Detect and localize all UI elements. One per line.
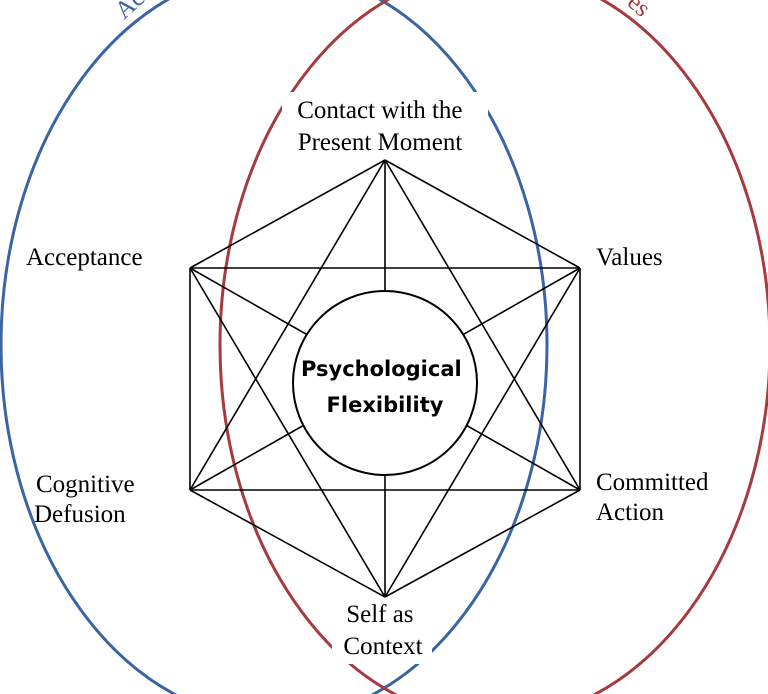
left-circle-label: Ac: [110, 0, 150, 24]
hex-chord: [384, 159, 581, 491]
node-self-as-context: Self as Context: [332, 600, 432, 664]
acceptance-label: Acceptance: [26, 244, 143, 271]
hex-chord: [189, 159, 386, 491]
present-moment-line-2: Present Moment: [298, 129, 463, 156]
node-defusion: Cognitive Defusion: [34, 471, 141, 528]
node-present-moment: Contact with the Present Moment: [282, 92, 488, 156]
center-label: Psychological Flexibility: [301, 357, 469, 417]
committed-action-line-2: Action: [596, 499, 665, 526]
hex-edge: [384, 159, 581, 269]
present-moment-line-1: Contact with the: [297, 97, 462, 124]
hex-edge: [189, 159, 386, 269]
center-label-line-2: Flexibility: [327, 393, 444, 417]
hex-edge: [189, 489, 386, 598]
svg-text:Cognitive Defusion: Cognitive Defusion: [34, 471, 141, 528]
hex-chord: [384, 267, 581, 598]
center-circle: [292, 290, 478, 476]
hex-edge: [384, 489, 581, 598]
defusion-line-1: Cognitive: [36, 471, 135, 498]
defusion-line-2: Defusion: [34, 501, 126, 528]
committed-action-line-1: Committed: [596, 469, 709, 496]
svg-text:Contact with the Present: Contact with the Present Moment: [297, 97, 469, 156]
svg-text:Self as Context: Self as Context: [343, 601, 422, 660]
left-process-circle: [0, 0, 549, 694]
self-as-context-line-2: Context: [343, 633, 422, 660]
values-label: Values: [596, 244, 663, 271]
right-process-circle: [218, 0, 768, 694]
hex-chord: [189, 267, 386, 598]
node-values: Values: [596, 244, 663, 271]
node-acceptance: Acceptance: [26, 244, 143, 271]
node-committed-action: Committed Action: [596, 469, 715, 526]
svg-text:Committed Action: Committed Action: [596, 469, 715, 526]
right-circle-label: es: [622, 0, 656, 22]
center-label-line-1: Psychological: [301, 357, 462, 381]
self-as-context-line-1: Self as: [346, 601, 413, 628]
